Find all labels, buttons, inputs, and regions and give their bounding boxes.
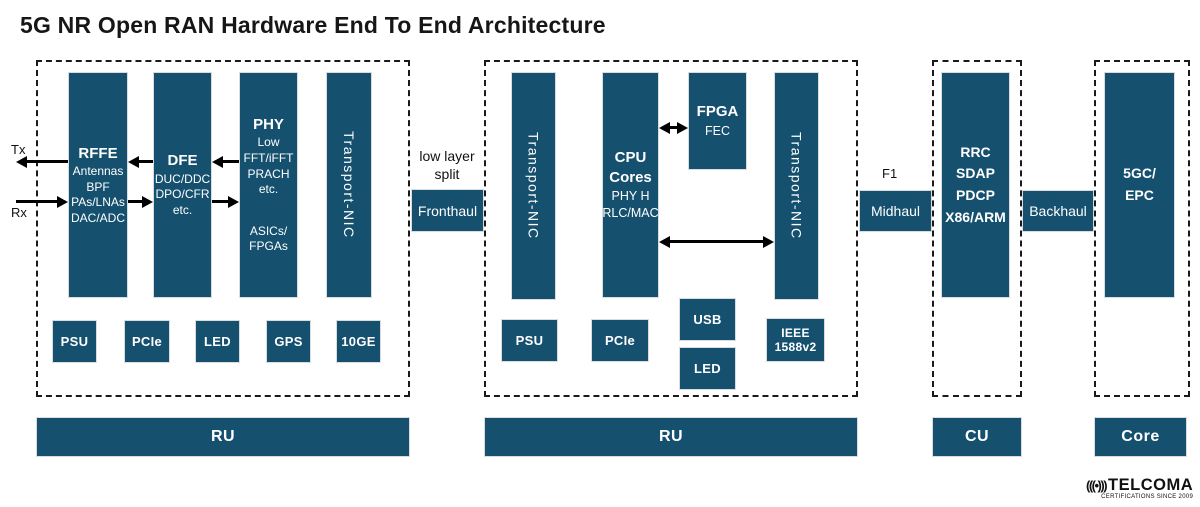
dfe-to-phy-arrow: [212, 195, 239, 208]
ru2-usb-block: USB: [679, 298, 736, 341]
ru1-led-block: LED: [195, 320, 240, 363]
ieee-line2: 1588v2: [774, 340, 817, 354]
rffe-title: RFFE: [78, 144, 118, 162]
cpu-title2: Cores: [609, 169, 652, 187]
rffe-line: Antennas: [72, 163, 124, 178]
ru1-psu-label: PSU: [60, 334, 89, 349]
cu-bar: CU: [932, 417, 1022, 457]
ru2-pcie-label: PCIe: [604, 333, 636, 348]
dfe-title: DFE: [167, 152, 198, 170]
rffe-to-dfe-arrow: [128, 195, 153, 208]
cu-line: PDCP: [956, 187, 995, 203]
dfe-to-rffe-arrow: [128, 155, 153, 168]
core-line: 5GC/: [1123, 165, 1156, 182]
ru1-10ge-label: 10GE: [341, 334, 376, 349]
phy-line: FPGAs: [249, 239, 288, 254]
rx-arrow: [16, 195, 68, 208]
ru2-transport-nic-left-label: Transport-NIC: [525, 132, 542, 240]
ru2-led-block: LED: [679, 347, 736, 390]
fpga-sub: FEC: [705, 123, 730, 138]
ru1-10ge-block: 10GE: [336, 320, 381, 363]
dfe-line: DUC/DDC: [154, 171, 211, 186]
ru1-gps-block: GPS: [266, 320, 311, 363]
cu-group-box: [932, 60, 1022, 397]
fronthaul-block: Fronthaul: [411, 189, 484, 232]
ru2-bar: RU: [484, 417, 858, 457]
low-layer-split-line1: low layer: [419, 148, 475, 164]
ru1-gps-label: GPS: [274, 334, 303, 349]
backhaul-label: Backhaul: [1029, 203, 1087, 219]
cpu-nic-arrow: [659, 235, 774, 248]
cpu-line: PHY H: [611, 189, 650, 204]
phy-line: ASICs/: [249, 223, 288, 238]
phy-to-dfe-arrow: [212, 155, 239, 168]
logo-tagline: CERTIFICATIONS SINCE 2009: [1101, 494, 1194, 500]
phy-block: PHY Low FFT/iFFT PRACH etc. ASICs/ FPGAs: [239, 72, 298, 298]
ru2-bar-label: RU: [658, 428, 684, 445]
ru2-psu-block: PSU: [501, 319, 558, 362]
core-bar: Core: [1094, 417, 1187, 457]
ru2-psu-label: PSU: [515, 333, 544, 348]
rffe-line: DAC/ADC: [70, 210, 125, 225]
core-bar-label: Core: [1121, 428, 1160, 445]
cu-line: SDAP: [956, 165, 995, 182]
dfe-line: etc.: [172, 202, 193, 217]
ru2-led-label: LED: [694, 361, 721, 376]
ru1-led-label: LED: [204, 334, 231, 349]
phy-line: FFT/iFFT: [243, 150, 294, 165]
cu-bar-label: CU: [964, 428, 990, 445]
core-group-box: [1094, 60, 1190, 397]
ru2-group-box: [484, 60, 858, 397]
ru1-bar-label: RU: [210, 428, 236, 445]
signal-waves-icon: (((•))): [1086, 478, 1108, 493]
telcoma-logo: (((•))) TELCOMA CERTIFICATIONS SINCE 200…: [1086, 476, 1193, 500]
ru1-transport-nic-block: Transport-NIC: [326, 72, 372, 298]
fpga-block: FPGA FEC: [688, 72, 747, 170]
ru1-bar: RU: [36, 417, 410, 457]
core-line: EPC: [1125, 187, 1154, 203]
ru2-transport-nic-left-block: Transport-NIC: [511, 72, 556, 300]
cpu-line: RLC/MAC: [602, 206, 659, 221]
low-layer-split-label: low layer split: [407, 148, 487, 183]
ru1-transport-nic-label: Transport-NIC: [341, 131, 357, 239]
tx-arrow: [16, 155, 68, 168]
midhaul-label: Midhaul: [870, 203, 921, 219]
ru2-usb-label: USB: [693, 312, 722, 327]
backhaul-block: Backhaul: [1022, 190, 1094, 232]
core-stack-block: 5GC/ EPC: [1104, 72, 1175, 298]
rffe-block: RFFE Antennas BPF PAs/LNAs DAC/ADC: [68, 72, 128, 298]
cu-stack-block: RRC SDAP PDCP X86/ARM: [941, 72, 1010, 298]
rffe-line: PAs/LNAs: [71, 195, 125, 210]
low-layer-split-line2: split: [434, 165, 460, 182]
dfe-block: DFE DUC/DDC DPO/CFR etc.: [153, 72, 212, 298]
phy-line: PRACH: [247, 166, 290, 181]
cpu-fpga-arrow: [659, 121, 688, 134]
midhaul-block: Midhaul: [859, 190, 932, 232]
rffe-line: BPF: [86, 179, 110, 194]
fronthaul-label: Fronthaul: [417, 202, 478, 219]
cpu-title: CPU: [614, 148, 647, 166]
phy-title: PHY: [253, 116, 284, 134]
cu-line: RRC: [960, 143, 991, 160]
ieee-line1: IEEE: [781, 326, 810, 340]
f1-label: F1: [882, 166, 898, 181]
ru2-ieee1588-block: IEEE 1588v2: [766, 318, 825, 362]
page-title: 5G NR Open RAN Hardware End To End Archi…: [20, 12, 606, 38]
fpga-title: FPGA: [696, 103, 739, 121]
logo-name: TELCOMA: [1108, 476, 1194, 494]
ru1-pcie-block: PCIe: [124, 320, 170, 363]
ru1-group-box: [36, 60, 410, 397]
ru2-transport-nic-right-block: Transport-NIC: [774, 72, 819, 300]
tx-label: Tx: [11, 142, 26, 157]
ru1-pcie-label: PCIe: [131, 334, 163, 349]
dfe-line: DPO/CFR: [155, 187, 210, 202]
phy-line: Low: [257, 135, 280, 150]
ru2-pcie-block: PCIe: [591, 319, 649, 362]
ru1-psu-block: PSU: [52, 320, 97, 363]
ru2-transport-nic-right-label: Transport-NIC: [788, 132, 805, 240]
phy-line: etc.: [258, 182, 279, 197]
rx-label: Rx: [11, 205, 27, 220]
cpu-cores-block: CPU Cores PHY H RLC/MAC: [602, 72, 659, 298]
cu-line: X86/ARM: [945, 208, 1006, 225]
